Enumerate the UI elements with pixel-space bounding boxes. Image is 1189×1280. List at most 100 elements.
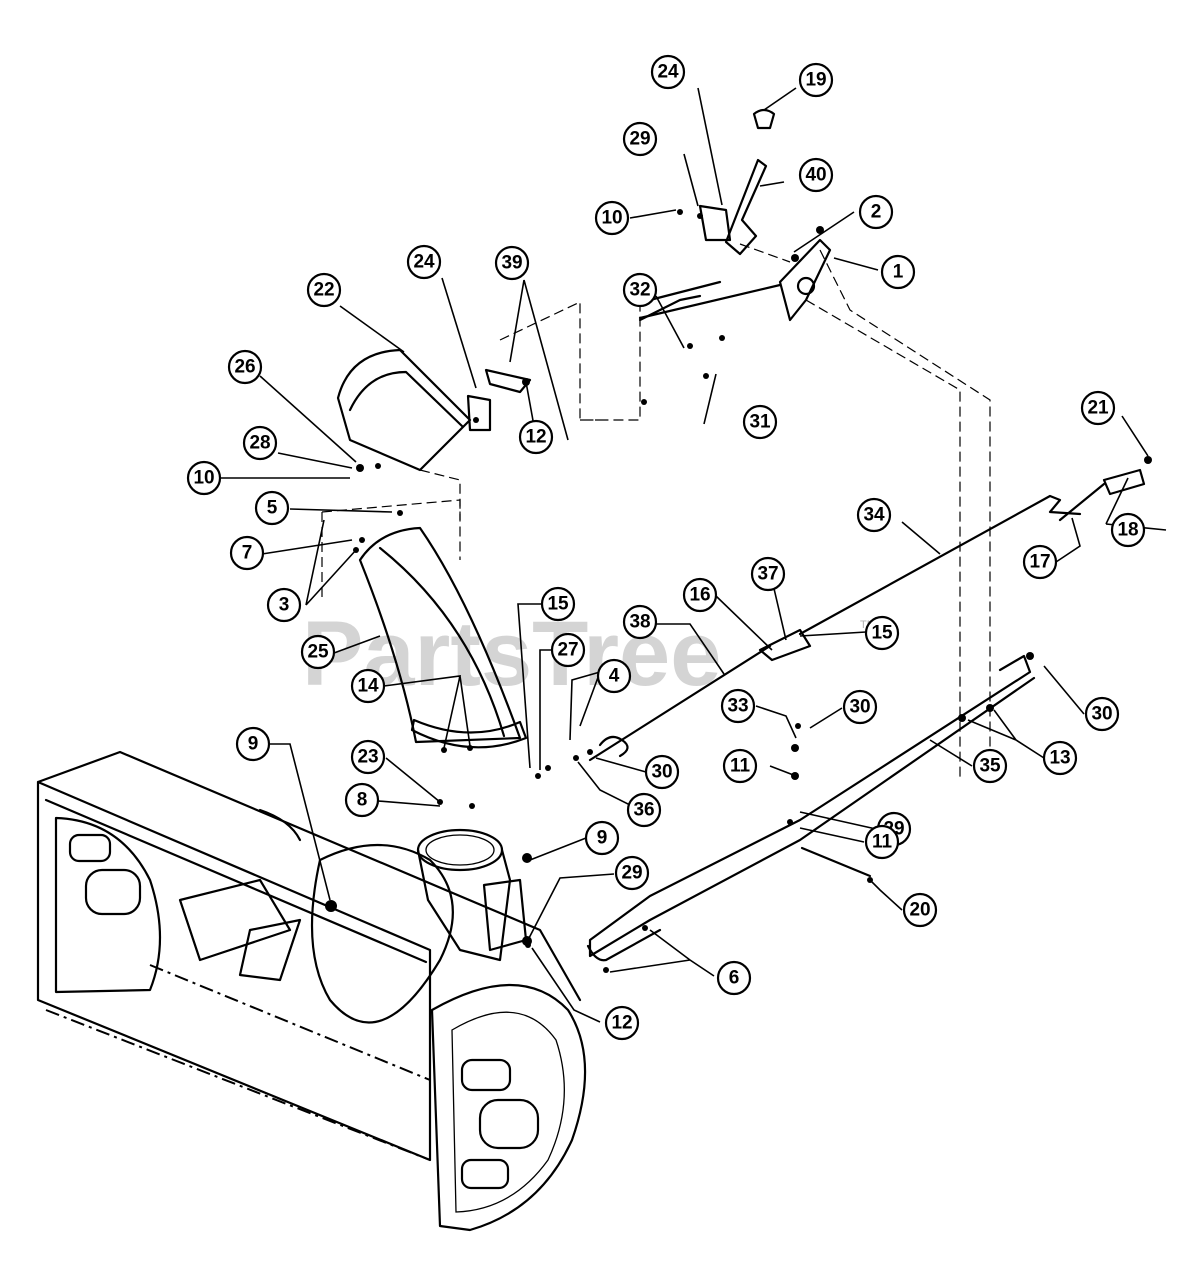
callout-number: 10 [601, 208, 622, 229]
callout-circle [722, 748, 758, 784]
callout-34: 34 [856, 497, 892, 533]
callout-23: 23 [350, 739, 386, 775]
callout-38: 38 [622, 604, 658, 640]
callout-7: 7 [229, 535, 265, 571]
callout-number: 14 [357, 676, 379, 697]
callout-circle [227, 349, 263, 385]
callout-circle [594, 200, 630, 236]
callout-number: 28 [249, 433, 270, 454]
callout-number: 17 [1029, 552, 1050, 573]
callout-circle [858, 194, 894, 230]
callout-circle [1084, 696, 1120, 732]
callout-number: 38 [629, 612, 650, 633]
callout-circle [650, 54, 686, 90]
callout-circle [864, 615, 900, 651]
callout-33: 33 [720, 688, 756, 724]
callout-30-right: 30 [1084, 696, 1120, 732]
callout-number: 2 [871, 202, 882, 223]
callout-40: 40 [798, 157, 834, 193]
callout-37: 37 [750, 556, 786, 592]
callout-circle [494, 245, 530, 281]
callout-circle [902, 892, 938, 928]
callout-circle [604, 1005, 640, 1041]
callout-32: 32 [622, 272, 658, 308]
callout-22: 22 [306, 272, 342, 308]
leader-lines [220, 87, 1167, 1023]
callout-circle [235, 726, 271, 762]
callout-number: 30 [651, 762, 672, 783]
callout-circle [1022, 544, 1058, 580]
callout-circle [972, 748, 1008, 784]
callout-circle [716, 960, 752, 996]
callout-number: 31 [749, 412, 771, 433]
callout-circle [622, 121, 658, 157]
callout-30-lower: 30 [644, 754, 680, 790]
callout-circle [622, 604, 658, 640]
callout-circle [540, 586, 576, 622]
callout-circle [880, 254, 916, 290]
callout-14: 14 [350, 668, 386, 704]
callout-circle [596, 658, 632, 694]
callout-5: 5 [254, 490, 290, 526]
callout-circle [626, 792, 662, 828]
callout-number: 15 [871, 623, 893, 644]
callout-10-chute: 10 [186, 460, 222, 496]
callout-4: 4 [596, 658, 632, 694]
control-handle [698, 108, 776, 256]
callout-number: 8 [357, 790, 368, 811]
callout-circle [584, 820, 620, 856]
callout-number: 18 [1117, 520, 1138, 541]
callout-11-upper: 11 [722, 748, 758, 784]
callout-29-bottom: 29 [614, 855, 650, 891]
callout-25: 25 [300, 634, 336, 670]
callout-number: 10 [193, 468, 214, 489]
callout-11-lower: 11 [864, 824, 900, 860]
callout-circle [300, 634, 336, 670]
callout-13: 13 [1042, 740, 1078, 776]
callout-circle [266, 587, 302, 623]
auger-housing [36, 750, 587, 1232]
cable-assembly [466, 238, 991, 780]
callout-circle [856, 497, 892, 533]
callouts: 24 19 29 40 10 2 1 24 39 22 32 26 31 28 … [186, 54, 1146, 1041]
callout-number: 9 [597, 828, 608, 849]
callout-15-right: 15 [864, 615, 900, 651]
callout-number: 33 [727, 696, 748, 717]
callout-18: 18 [1110, 512, 1146, 548]
callout-number: 21 [1087, 398, 1109, 419]
callout-24-chute: 24 [406, 244, 442, 280]
callout-26: 26 [227, 349, 263, 385]
callout-circle [518, 419, 554, 455]
callout-number: 20 [909, 900, 930, 921]
callout-circle [344, 782, 380, 818]
callout-number: 1 [893, 262, 904, 283]
chute-base [416, 828, 528, 962]
callout-circle [1080, 390, 1116, 426]
callout-9-right: 9 [584, 820, 620, 856]
callout-circle [306, 272, 342, 308]
callout-circle [720, 688, 756, 724]
callout-number: 6 [729, 968, 740, 989]
callout-27: 27 [550, 632, 586, 668]
callout-circle [406, 244, 442, 280]
callout-number: 12 [611, 1013, 632, 1034]
callout-circle [350, 668, 386, 704]
callout-36: 36 [626, 792, 662, 828]
callout-number: 4 [609, 666, 620, 687]
callout-circle [229, 535, 265, 571]
callout-1: 1 [880, 254, 916, 290]
callout-9-left: 9 [235, 726, 271, 762]
callout-29-top: 29 [622, 121, 658, 157]
callout-number: 23 [357, 747, 378, 768]
callout-number: 27 [557, 640, 578, 661]
callout-number: 40 [805, 165, 826, 186]
upper-deflector [336, 348, 472, 520]
callout-number: 32 [629, 280, 650, 301]
callout-number: 22 [313, 280, 334, 301]
callout-number: 12 [525, 427, 546, 448]
callout-circle [798, 157, 834, 193]
callout-circle [1110, 512, 1146, 548]
callout-8: 8 [344, 782, 380, 818]
callout-number: 36 [633, 800, 654, 821]
callout-12-top: 12 [518, 419, 554, 455]
